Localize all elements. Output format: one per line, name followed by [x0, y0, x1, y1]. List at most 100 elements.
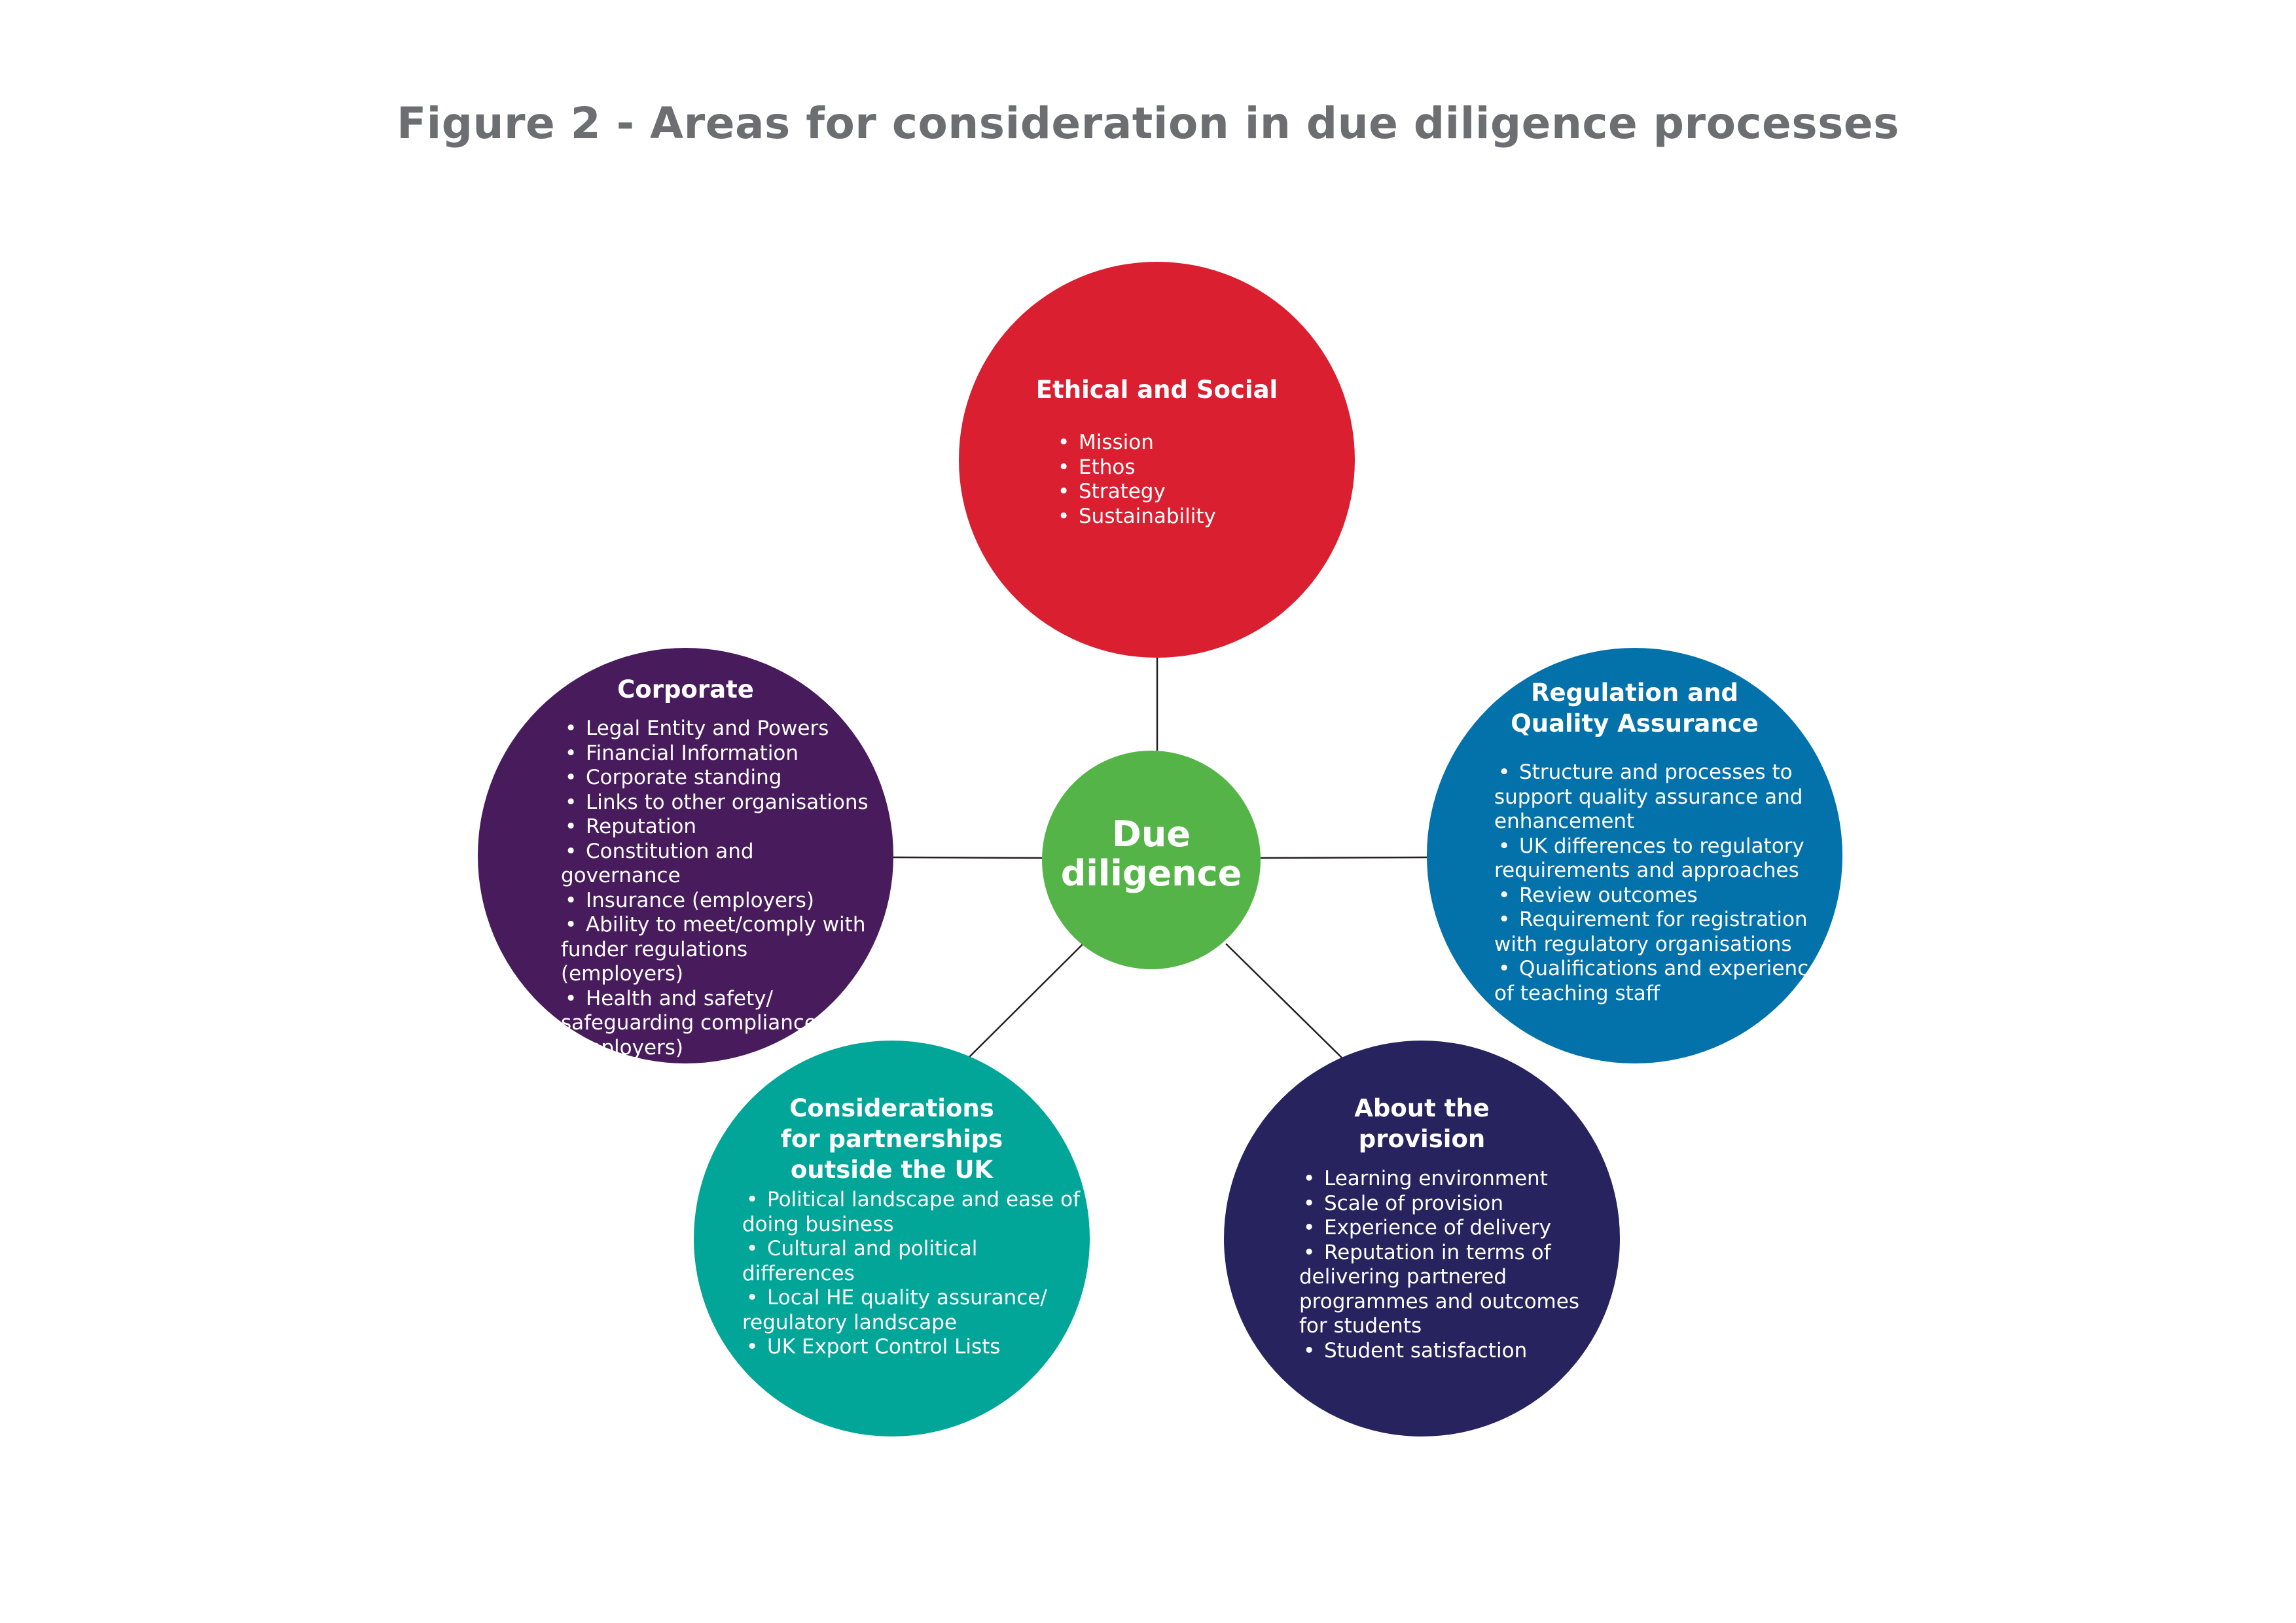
- bullet-dot-icon: •: [565, 741, 577, 765]
- partnerships-heading: Considerations for partnerships outside …: [694, 1093, 1090, 1185]
- bullet-dot-icon: •: [746, 1286, 759, 1310]
- bullet-dot-icon: •: [1058, 455, 1070, 479]
- list-item: • Financial Information: [561, 741, 875, 766]
- ethical-social-circle: Ethical and Social • Mission • Ethos • Stra…: [959, 262, 1355, 658]
- list-item: • Experience of delivery: [1299, 1216, 1600, 1241]
- bullet-dot-icon: •: [1303, 1191, 1316, 1215]
- list-item: •Cultural and political differences: [742, 1237, 1083, 1286]
- bullet-dot-icon: •: [565, 888, 577, 912]
- list-item: • Links to other organisations: [561, 791, 875, 815]
- list-item: • Mission: [1054, 431, 1329, 455]
- list-item-text: Local HE quality assurance/ regulatory l…: [742, 1286, 1047, 1334]
- list-item: •Political landscape and ease of doing b…: [742, 1188, 1083, 1237]
- list-item-text: Sustainability: [1079, 504, 1216, 528]
- list-item: •Reputation in terms of delivering partn…: [1299, 1241, 1600, 1339]
- heading-line: for partnerships: [780, 1125, 1003, 1153]
- regulation-qa-circle: Regulation and Quality Assurance •Struct…: [1427, 648, 1842, 1063]
- bullet-dot-icon: •: [565, 986, 577, 1010]
- corporate-circle: Corporate • Legal Entity and Powers • Fina…: [478, 648, 893, 1063]
- partnerships-list: •Political landscape and ease of doing b…: [742, 1188, 1083, 1360]
- bullet-dot-icon: •: [565, 815, 577, 838]
- bullet-dot-icon: •: [565, 839, 577, 863]
- about-provision-circle: About the provision • Learning environmen…: [1224, 1041, 1620, 1436]
- bullet-dot-icon: •: [565, 913, 577, 936]
- list-item-text: UK Export Control Lists: [767, 1335, 1001, 1359]
- list-item-text: Reputation in terms of delivering partne…: [1299, 1240, 1579, 1338]
- list-item: • Insurance (employers): [561, 889, 875, 914]
- list-item-text: Links to other organisations: [586, 790, 869, 814]
- corporate-heading: Corporate: [478, 674, 893, 705]
- list-item: • Legal Entity and Powers: [561, 717, 875, 741]
- list-item: • Ethos: [1054, 455, 1329, 480]
- bullet-dot-icon: •: [746, 1335, 759, 1359]
- provision-heading: About the provision: [1224, 1093, 1620, 1154]
- bullet-dot-icon: •: [1058, 431, 1070, 454]
- list-item: •Health and safety/ safeguarding complia…: [561, 987, 875, 1061]
- list-item: • Strategy: [1054, 480, 1329, 505]
- center-label: Due diligence: [1042, 815, 1261, 893]
- list-item: • Learning environment: [1299, 1167, 1600, 1192]
- bullet-dot-icon: •: [1058, 480, 1070, 503]
- bullet-dot-icon: •: [565, 717, 577, 740]
- heading-line: About the: [1354, 1094, 1490, 1122]
- list-item: • Scale of provision: [1299, 1192, 1600, 1217]
- ethical-social-list: • Mission • Ethos • Strategy • Sustainabilit…: [1054, 431, 1329, 529]
- regulation-qa-heading: Regulation and Quality Assurance: [1427, 677, 1842, 739]
- connector-partnerships: [968, 943, 1084, 1058]
- regulation-qa-list: •Structure and processes to support qual…: [1494, 760, 1821, 1006]
- bullet-dot-icon: •: [1498, 760, 1511, 784]
- partnerships-outside-uk-circle: Considerations for partnerships outside …: [694, 1041, 1090, 1436]
- due-diligence-center-circle: Due diligence: [1042, 751, 1261, 969]
- list-item-text: Political landscape and ease of doing bu…: [742, 1188, 1080, 1236]
- list-item: •UK differences to regulatory requiremen…: [1494, 834, 1821, 883]
- list-item-text: Review outcomes: [1519, 883, 1698, 907]
- list-item-text: Reputation: [586, 815, 697, 838]
- bullet-dot-icon: •: [1498, 883, 1511, 907]
- list-item: • Review outcomes: [1494, 883, 1821, 908]
- provision-list: • Learning environment • Scale of provisio…: [1299, 1167, 1600, 1363]
- list-item: • Sustainability: [1054, 505, 1329, 529]
- list-item-text: Ability to meet/comply with funder regul…: [561, 913, 866, 986]
- list-item: •Qualifications and experience of teachi…: [1494, 957, 1821, 1006]
- list-item: • Reputation: [561, 815, 875, 840]
- list-item: •Ability to meet/comply with funder regu…: [561, 913, 875, 987]
- heading-line: provision: [1358, 1125, 1486, 1153]
- list-item: •Local HE quality assurance/ regulatory …: [742, 1286, 1083, 1335]
- list-item: •Corporate standing: [561, 766, 875, 791]
- bullet-dot-icon: •: [1303, 1240, 1316, 1264]
- bullet-dot-icon: •: [1303, 1167, 1316, 1190]
- list-item-text: Scale of provision: [1324, 1191, 1504, 1215]
- list-item-text: Structure and processes to support quali…: [1494, 760, 1803, 833]
- connector-regulation: [1260, 856, 1427, 859]
- list-item-text: Requirement for registration with regula…: [1494, 908, 1808, 956]
- heading-line: Regulation and: [1531, 679, 1738, 707]
- bullet-dot-icon: •: [1498, 957, 1511, 980]
- connector-corporate: [893, 856, 1043, 859]
- list-item-text: UK differences to regulatory requirement…: [1494, 834, 1804, 883]
- list-item-text: Cultural and political differences: [742, 1237, 978, 1285]
- list-item-text: Insurance (employers): [586, 888, 814, 912]
- list-item-text: Mission: [1079, 431, 1154, 454]
- list-item-text: Experience of delivery: [1324, 1216, 1551, 1240]
- bullet-dot-icon: •: [1058, 504, 1070, 528]
- list-item-text: Learning environment: [1324, 1167, 1548, 1190]
- heading-line: Quality Assurance: [1511, 709, 1759, 738]
- bullet-dot-icon: •: [746, 1237, 759, 1260]
- ethical-social-heading: Ethical and Social: [959, 374, 1355, 405]
- list-item-text: Financial Information: [586, 741, 799, 765]
- list-item-text: Ethos: [1079, 455, 1136, 479]
- list-item-text: Strategy: [1079, 480, 1166, 503]
- connector-provision: [1225, 943, 1344, 1060]
- list-item-text: Corporate standing: [586, 766, 782, 789]
- heading-line: Ethical and Social: [1035, 376, 1278, 404]
- list-item: •Structure and processes to support qual…: [1494, 760, 1821, 834]
- center-label-line: diligence: [1060, 853, 1242, 894]
- list-item: •Requirement for registration with regul…: [1494, 908, 1821, 957]
- corporate-list: • Legal Entity and Powers • Financial Info…: [561, 717, 875, 1060]
- list-item: •Student satisfaction: [1299, 1339, 1600, 1364]
- heading-line: Corporate: [617, 675, 754, 704]
- heading-line: outside the UK: [790, 1156, 994, 1184]
- list-item-text: Legal Entity and Powers: [586, 717, 829, 740]
- bullet-dot-icon: •: [1303, 1216, 1316, 1240]
- bullet-dot-icon: •: [565, 790, 577, 814]
